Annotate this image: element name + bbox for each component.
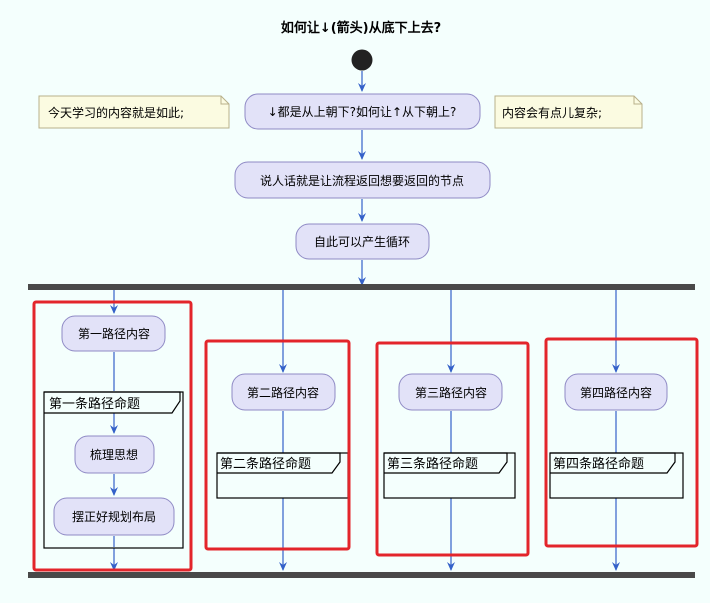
branch-2-activity-label: 第二路径内容 bbox=[247, 385, 319, 400]
activity-step1-label: ↓都是从上朝下?如何让↑从下朝上? bbox=[268, 104, 457, 119]
branch-3-group-label: 第三条路径命题 bbox=[387, 456, 478, 472]
branch-1-inner-activity-2-label: 摆正好规划布局 bbox=[72, 509, 156, 524]
activity-step1: ↓都是从上朝下?如何让↑从下朝上? bbox=[244, 93, 481, 130]
branch-4-group-label: 第四条路径命题 bbox=[553, 456, 644, 472]
activity-step3: 自此可以产生循环 bbox=[295, 223, 430, 260]
activity-step3-label: 自此可以产生循环 bbox=[314, 235, 410, 249]
branch-2: 第二路径内容 第二条路径命题 bbox=[204, 290, 351, 571]
branch-4-group: 第四条路径命题 bbox=[549, 452, 684, 499]
note-left: 今天学习的内容就是如此; bbox=[38, 95, 230, 129]
activity-step2-label: 说人话就是让流程返回想要返回的节点 bbox=[260, 173, 464, 188]
branch-2-group-label: 第二条路径命题 bbox=[220, 456, 311, 472]
branch-1-highlight bbox=[32, 300, 193, 572]
branch-1-group-label: 第一条路径命题 bbox=[49, 396, 140, 412]
fork-bar bbox=[28, 284, 695, 290]
branch-2-activity: 第二路径内容 bbox=[231, 373, 336, 411]
note-right-text: 内容会有点儿复杂; bbox=[502, 105, 602, 120]
branch-3: 第三路径内容 第三条路径命题 bbox=[375, 290, 530, 571]
join-bar bbox=[28, 572, 695, 578]
branch-1-inner-activity-1-label: 梳理思想 bbox=[90, 447, 138, 462]
branch-4: 第四路径内容 第四条路径命题 bbox=[544, 290, 699, 571]
branch-4-activity: 第四路径内容 bbox=[564, 373, 668, 411]
branch-1-inner-activity-2: 摆正好规划布局 bbox=[53, 497, 175, 536]
branch-3-activity-label: 第三路径内容 bbox=[415, 385, 487, 400]
branch-1-group: 第一条路径命题 bbox=[43, 391, 184, 549]
branch-1: 第一路径内容 第一条路径命题 梳理思想 摆正好规划布局 bbox=[32, 290, 193, 572]
diagram-title: 如何让↓(箭头)从底下上去? bbox=[281, 20, 441, 36]
branch-1-activity: 第一路径内容 bbox=[61, 315, 166, 352]
branch-3-activity: 第三路径内容 bbox=[398, 373, 503, 411]
branch-4-activity-label: 第四路径内容 bbox=[580, 385, 652, 400]
branch-3-group: 第三条路径命题 bbox=[383, 452, 516, 499]
start-node bbox=[351, 49, 373, 71]
branch-1-inner-activity-1: 梳理思想 bbox=[74, 435, 155, 474]
branch-1-activity-label: 第一路径内容 bbox=[78, 326, 150, 341]
branch-4-highlight bbox=[544, 337, 699, 548]
note-left-text: 今天学习的内容就是如此; bbox=[48, 105, 184, 120]
note-right: 内容会有点儿复杂; bbox=[494, 95, 643, 129]
branch-3-highlight bbox=[375, 341, 530, 557]
activity-step2: 说人话就是让流程返回想要返回的节点 bbox=[234, 161, 491, 199]
branch-2-highlight bbox=[204, 339, 351, 551]
